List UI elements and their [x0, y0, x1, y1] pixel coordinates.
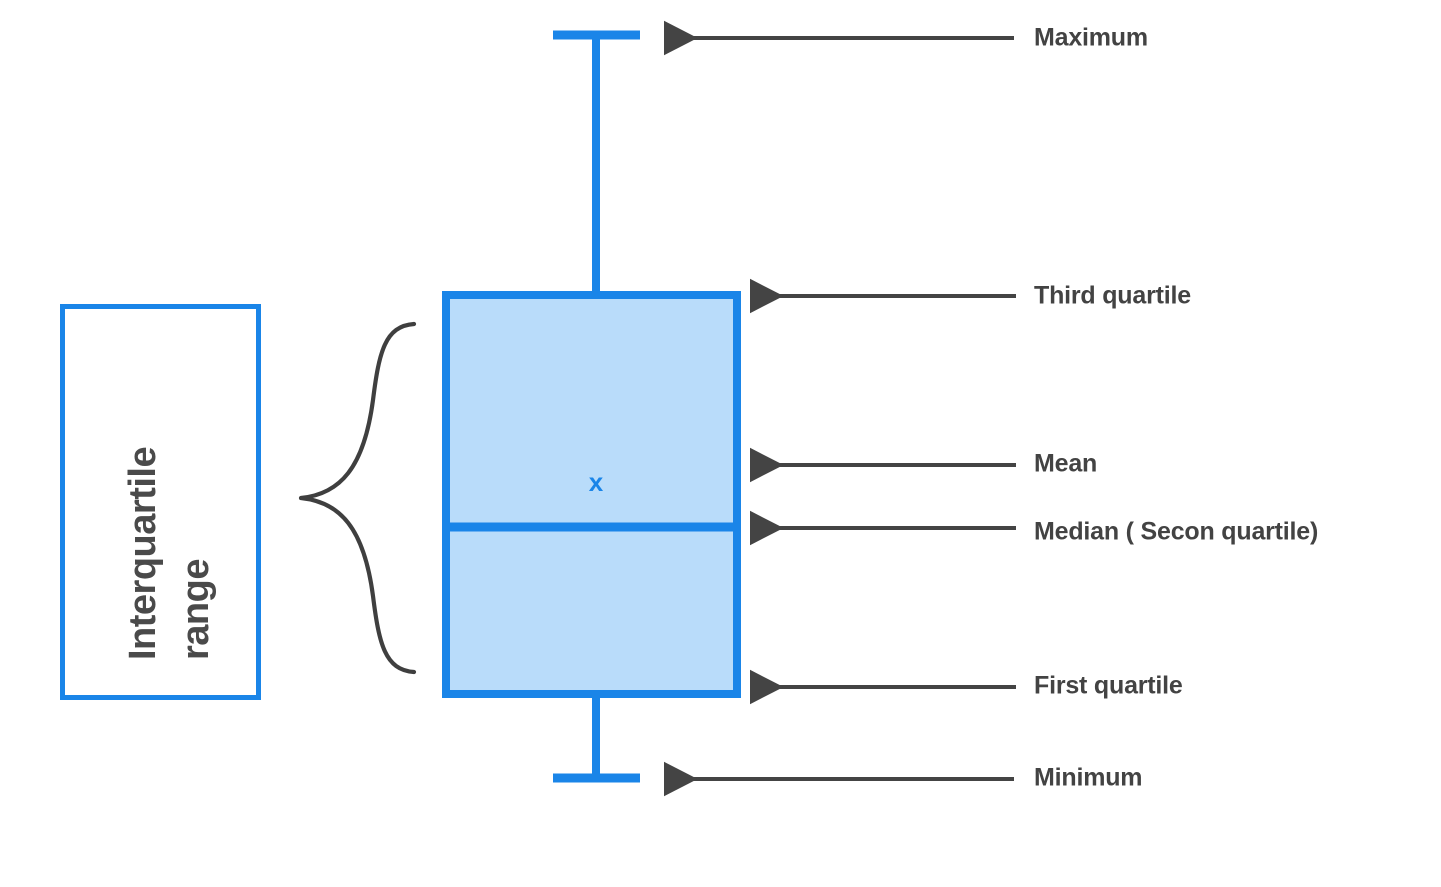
- iqr-curly-brace: [298, 321, 417, 675]
- iqr-label-line2: range: [175, 559, 217, 660]
- label-maximum: Maximum: [1034, 24, 1148, 52]
- interquartile-range-annotation: Interquartile range: [60, 304, 417, 700]
- label-first-quartile: First quartile: [1034, 672, 1183, 700]
- iqr-label-line1: Interquartile: [122, 447, 164, 660]
- label-median: Median ( Secon quartile): [1034, 518, 1318, 546]
- label-third-quartile: Third quartile: [1034, 282, 1191, 310]
- interquartile-box: [442, 291, 741, 698]
- label-minimum: Minimum: [1034, 764, 1142, 792]
- callout-labels: Maximum Third quartile Mean Median ( Sec…: [1034, 24, 1318, 792]
- label-mean: Mean: [1034, 450, 1097, 478]
- callout-arrows: [664, 20, 1016, 797]
- mean-marker: x: [589, 467, 604, 497]
- boxplot-glyph: x: [442, 30, 741, 783]
- iqr-label-box: [60, 304, 261, 700]
